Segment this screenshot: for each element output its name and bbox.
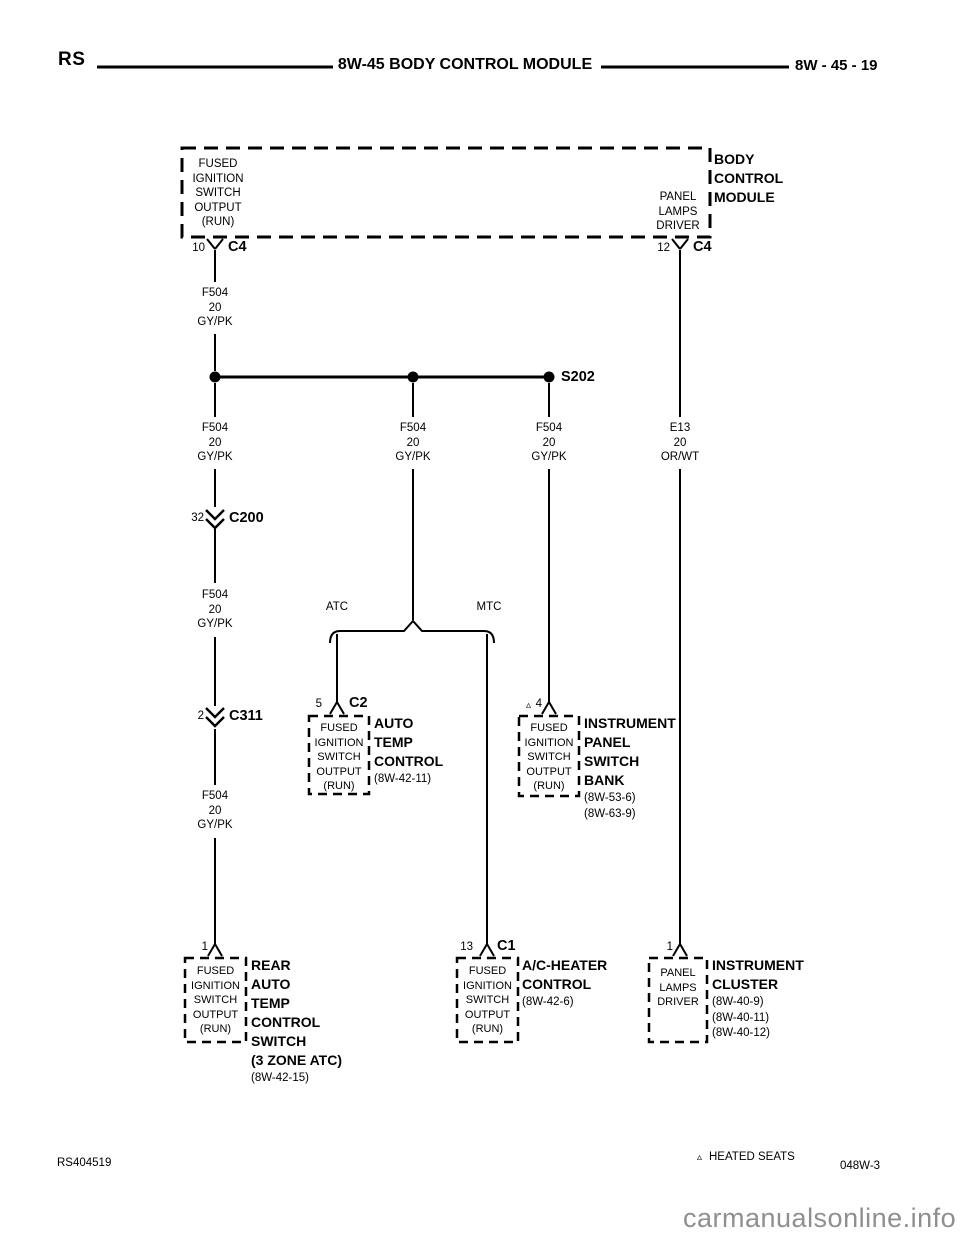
c200-inline-connector-icon bbox=[205, 509, 225, 530]
bcm-dashed-box bbox=[180, 146, 712, 239]
cluster-circuit-label: PANEL LAMPS DRIVER bbox=[657, 967, 699, 1008]
switch-bank-name: INSTRUMENT PANEL SWITCH BANK bbox=[584, 715, 676, 788]
footer-footnote-text: HEATED SEATS bbox=[709, 1151, 795, 1163]
ac-heater-circuit-label: FUSED IGNITION SWITCH OUTPUT (RUN) bbox=[463, 965, 512, 1035]
c1-pin-number: 13 bbox=[460, 941, 473, 953]
header-model-code: RS bbox=[58, 49, 86, 70]
footer-diagram-code: RS404519 bbox=[57, 1157, 112, 1169]
bcm-connector-c4-right: C4 bbox=[693, 239, 712, 255]
ac-heater-control-name: A/C-HEATER CONTROL bbox=[522, 957, 608, 992]
splice-dot-left bbox=[209, 371, 221, 383]
instrument-cluster-dashed-box bbox=[647, 956, 709, 1044]
watermark-text: carmanualsonline.info bbox=[683, 1203, 957, 1233]
rear-atc-switch-name: REAR AUTO TEMP CONTROL SWITCH (3 ZONE AT… bbox=[251, 957, 342, 1068]
switch-bank-pin-number: 4 bbox=[535, 698, 542, 710]
c2-pin-number: 5 bbox=[315, 698, 322, 710]
auto-temp-control-refs: (8W-42-11) bbox=[374, 773, 432, 785]
bcm-pin10-connector-icon bbox=[206, 238, 224, 250]
switch-bank-pin4-connector-icon bbox=[541, 701, 557, 715]
c1-connector-label: C1 bbox=[497, 938, 516, 954]
wire-label-f504-top: F504 20 GY/PK bbox=[197, 287, 233, 328]
c311-connector-label: C311 bbox=[229, 708, 263, 724]
rear-atc-pin1-connector-icon bbox=[207, 943, 223, 957]
header-page-number: 8W - 45 - 19 bbox=[795, 57, 878, 74]
splice-s202-label: S202 bbox=[561, 369, 595, 385]
auto-temp-control-name: AUTO TEMP CONTROL bbox=[374, 715, 444, 769]
wire-label-f504-below-c311: F504 20 GY/PK bbox=[197, 790, 233, 831]
splice-dot-middle bbox=[407, 371, 419, 383]
footer-footnote-triangle-icon: ▵ bbox=[697, 1152, 703, 1163]
ac-heater-control-refs: (8W-42-6) bbox=[522, 996, 574, 1008]
bcm-right-circuit-label: PANEL LAMPS DRIVER bbox=[656, 191, 700, 232]
rear-atc-switch-refs: (8W-42-15) bbox=[251, 1072, 309, 1084]
wire-label-f504-splice-right: F504 20 GY/PK bbox=[531, 422, 567, 463]
cluster-pin1-connector-icon bbox=[672, 943, 688, 957]
branch-label-mtc: MTC bbox=[476, 601, 502, 613]
instrument-cluster-name: INSTRUMENT CLUSTER bbox=[712, 957, 804, 992]
switch-bank-dashed-box bbox=[517, 714, 581, 798]
branch-label-atc: ATC bbox=[325, 601, 349, 613]
wire-label-e13: E13 20 OR/WT bbox=[660, 422, 700, 463]
bcm-pin12-connector-icon bbox=[671, 238, 689, 250]
c311-pin-number: 2 bbox=[197, 710, 204, 722]
atc-mtc-branch-brace bbox=[329, 619, 495, 644]
bcm-pin12-number: 12 bbox=[657, 242, 670, 254]
rear-atc-pin-number: 1 bbox=[201, 941, 208, 953]
rear-atc-switch-dashed-box bbox=[183, 956, 248, 1044]
c200-pin-number: 32 bbox=[191, 512, 204, 524]
bcm-name: BODY CONTROL MODULE bbox=[714, 151, 784, 205]
ac-heater-control-dashed-box bbox=[455, 956, 520, 1044]
heated-seats-footnote-icon: ▵ bbox=[526, 700, 532, 711]
c200-connector-label: C200 bbox=[229, 510, 264, 526]
wire-label-f504-splice-middle: F504 20 GY/PK bbox=[395, 422, 431, 463]
cluster-pin-number: 1 bbox=[666, 941, 673, 953]
bcm-pin10-number: 10 bbox=[192, 242, 205, 254]
rear-atc-circuit-label: FUSED IGNITION SWITCH OUTPUT (RUN) bbox=[191, 965, 240, 1035]
splice-dot-right bbox=[543, 371, 555, 383]
wire-label-f504-below-c200: F504 20 GY/PK bbox=[197, 589, 233, 630]
c2-connector-label: C2 bbox=[349, 695, 368, 711]
c311-inline-connector-icon bbox=[205, 707, 225, 728]
instrument-cluster-refs: (8W-40-9) (8W-40-11) (8W-40-12) bbox=[712, 996, 770, 1039]
wire-label-f504-splice-left: F504 20 GY/PK bbox=[197, 422, 233, 463]
bcm-left-circuit-label: FUSED IGNITION SWITCH OUTPUT (RUN) bbox=[192, 158, 244, 228]
footer-sheet-code: 048W-3 bbox=[840, 1160, 881, 1172]
switch-bank-refs: (8W-53-6) (8W-63-9) bbox=[584, 792, 636, 820]
switch-bank-circuit-label: FUSED IGNITION SWITCH OUTPUT (RUN) bbox=[524, 722, 574, 792]
auto-temp-control-dashed-box bbox=[307, 714, 371, 796]
bcm-connector-c4-left: C4 bbox=[228, 239, 247, 255]
auto-temp-control-circuit-label: FUSED IGNITION SWITCH OUTPUT (RUN) bbox=[314, 722, 364, 792]
c2-pin5-connector-icon bbox=[329, 701, 345, 715]
c1-pin13-connector-icon bbox=[479, 943, 495, 957]
page-title: 8W-45 BODY CONTROL MODULE bbox=[337, 56, 593, 73]
